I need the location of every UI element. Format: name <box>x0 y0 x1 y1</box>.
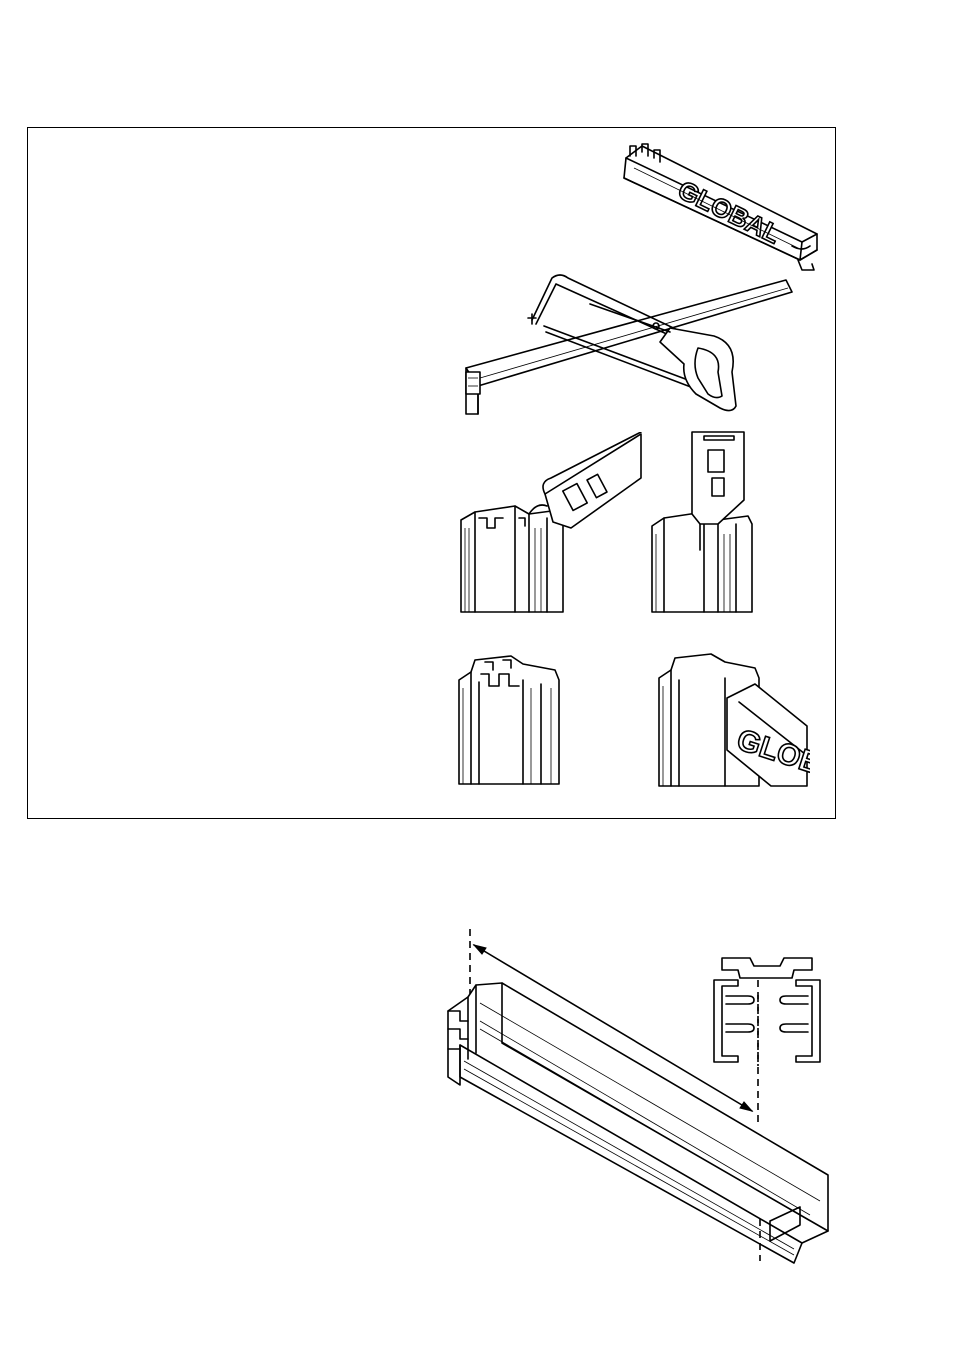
track-end-connector-icon: GLOB <box>655 650 810 788</box>
cross-section-icon <box>708 950 826 1072</box>
track-end-connector-icon <box>455 432 645 614</box>
track-profile-end-icon <box>455 652 567 786</box>
connector-tool-icon: GLOBAL <box>612 138 822 273</box>
track-end-connector-icon <box>648 430 758 614</box>
connector-insertion-step-1-figure <box>455 432 645 614</box>
track-end-open-figure <box>455 652 567 786</box>
track-end-with-connector-figure: GLOB <box>655 650 810 788</box>
track-cross-section-figure <box>708 950 826 1072</box>
connector-insertion-step-2-figure <box>648 430 758 614</box>
track-connector-tool-figure: GLOBAL <box>612 138 822 273</box>
hacksaw-cutting-track-figure <box>460 268 800 416</box>
hacksaw-icon <box>460 268 800 416</box>
